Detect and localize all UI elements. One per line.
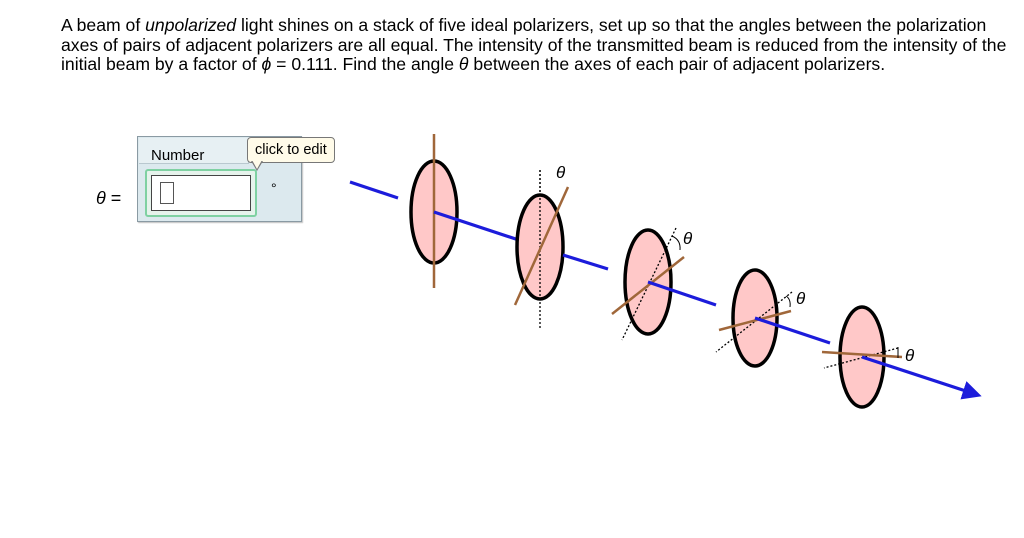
beam-segment-3 bbox=[647, 280, 717, 307]
polarizer-4: θ bbox=[715, 268, 806, 368]
answer-widget: Number ° bbox=[137, 136, 302, 222]
click-to-edit-tooltip[interactable]: click to edit bbox=[247, 137, 335, 163]
angle-label-2: θ bbox=[556, 163, 566, 182]
beam-segment-2 bbox=[562, 253, 609, 271]
angle-arc-4 bbox=[785, 295, 791, 308]
answer-input-frame bbox=[145, 169, 257, 217]
polarizer-1 bbox=[409, 134, 459, 288]
unit-selector[interactable]: Number bbox=[139, 138, 249, 164]
polarizer-3-reference bbox=[621, 227, 677, 341]
unit-selector-label: Number bbox=[151, 147, 205, 164]
angle-label-3: θ bbox=[683, 229, 693, 248]
polarizer-3-axis bbox=[611, 256, 685, 315]
polarizer-2: θ bbox=[513, 163, 570, 328]
incident-beam bbox=[349, 180, 399, 200]
angle-label-4: θ bbox=[796, 289, 806, 308]
angle-label-5: θ bbox=[905, 346, 915, 365]
transmitted-beam bbox=[861, 355, 982, 400]
polarizer-4-axis bbox=[718, 309, 792, 332]
problem-emphasis: unpolarized bbox=[145, 15, 237, 35]
beam-segment-4 bbox=[754, 316, 831, 345]
answer-variable: θ bbox=[96, 188, 106, 208]
tooltip-tail bbox=[251, 160, 263, 171]
answer-input[interactable] bbox=[151, 175, 251, 211]
problem-text-3: = 0.111. Find the angle bbox=[271, 54, 459, 74]
phi-symbol: ϕ bbox=[261, 54, 272, 74]
theta-symbol: θ bbox=[458, 54, 469, 74]
problem-text-2: light shines on a stack of five ideal po… bbox=[61, 15, 1007, 74]
answer-label: θ = bbox=[96, 188, 121, 209]
polarizer-2-axis bbox=[513, 186, 570, 306]
problem-text-4: between the axes of each pair of adjacen… bbox=[468, 54, 886, 74]
answer-equals: = bbox=[105, 188, 122, 208]
degree-unit: ° bbox=[271, 180, 277, 196]
polarizer-5: θ bbox=[821, 305, 915, 409]
polarizer-5-axis bbox=[821, 350, 903, 359]
problem-text-1: A beam of bbox=[61, 15, 146, 35]
angle-arc-3 bbox=[671, 235, 681, 251]
problem-statement: A beam of unpolarized light shines on a … bbox=[61, 15, 1011, 75]
input-cursor-box bbox=[160, 182, 174, 204]
polarizer-5-reference bbox=[823, 347, 899, 369]
